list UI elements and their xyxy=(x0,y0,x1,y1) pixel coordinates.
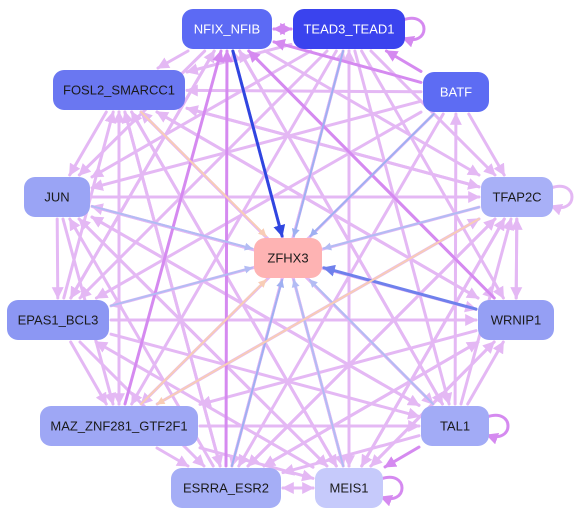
edge-jun-to-zfhx3 xyxy=(91,205,253,251)
node-epas1-bcl3[interactable]: EPAS1_BCL3 xyxy=(7,300,109,340)
node-wrnip1[interactable]: WRNIP1 xyxy=(478,300,554,340)
node-label: TAL1 xyxy=(440,419,470,434)
node-box xyxy=(182,9,272,49)
edge-epas1_bcl3-to-tal1 xyxy=(109,332,421,420)
node-label: MAZ_ZNF281_GTF2F1 xyxy=(50,419,187,434)
node-box xyxy=(481,177,553,217)
edge-tal1-to-nfix_nfib xyxy=(238,49,444,406)
node-box xyxy=(421,406,489,446)
edge-batf-to-zfhx3 xyxy=(309,113,435,237)
edge-tead3_tead1-to-tfap2c xyxy=(369,49,497,177)
edge-wrnip1-to-maz_znf281_gtf2f1 xyxy=(198,329,478,408)
node-label: TEAD3_TEAD1 xyxy=(303,22,394,37)
node-label: ZFHX3 xyxy=(267,251,308,266)
node-tal1[interactable]: TAL1 xyxy=(421,406,489,446)
self-loop-meis1 xyxy=(379,475,404,507)
self-loop-tal1 xyxy=(485,413,510,445)
edge-tfap2c-to-maz_znf281_gtf2f1 xyxy=(156,217,480,405)
self-loop-layer xyxy=(379,16,574,507)
edge-tal1-to-zfhx3 xyxy=(308,279,435,405)
edge-tal1-to-wrnip1 xyxy=(466,340,505,406)
edge-fosl2_smarcc1-to-jun xyxy=(68,110,108,177)
edge-batf-to-nfix_nfib xyxy=(272,38,423,84)
node-box xyxy=(7,300,109,340)
node-label: FOSL2_SMARCC1 xyxy=(63,83,175,98)
node-box xyxy=(293,9,405,49)
self-loop-tead3_tead1 xyxy=(401,16,426,48)
edge-fosl2_smarcc1-to-zfhx3 xyxy=(140,111,267,237)
edge-nfix_nfib-to-zfhx3 xyxy=(231,49,286,238)
edge-wrnip1-to-zfhx3 xyxy=(322,264,478,311)
edge-epas1_bcl3-to-zfhx3 xyxy=(110,265,253,307)
node-box xyxy=(24,177,90,217)
node-esrra-esr2[interactable]: ESRRA_ESR2 xyxy=(171,468,281,508)
edge-batf-to-tead3_tead1 xyxy=(384,49,423,73)
node-box xyxy=(171,468,281,508)
edge-esrra_esr2-to-nfix_nfib xyxy=(220,49,233,468)
edge-tfap2c-to-zfhx3 xyxy=(323,206,480,251)
node-tfap2c[interactable]: TFAP2C xyxy=(481,177,553,217)
node-meis1[interactable]: MEIS1 xyxy=(315,468,383,508)
edge-nfix_nfib-to-fosl2_smarcc1 xyxy=(156,49,190,70)
node-box xyxy=(423,72,489,112)
edge-esrra_esr2-to-zfhx3 xyxy=(230,279,285,467)
edge-tead3_tead1-to-zfhx3 xyxy=(291,50,345,237)
node-nfix-nfib[interactable]: NFIX_NFIB xyxy=(182,9,272,49)
node-label: TFAP2C xyxy=(492,190,541,205)
edge-batf-to-epas1_bcl3 xyxy=(94,110,423,300)
edge-tead3_tead1-to-jun xyxy=(90,49,313,179)
edge-tal1-to-meis1 xyxy=(383,445,421,469)
edge-epas1_bcl3-to-maz_znf281_gtf2f1 xyxy=(69,340,108,406)
node-label: BATF xyxy=(440,85,472,100)
node-fosl2-smarcc1[interactable]: FOSL2_SMARCC1 xyxy=(53,70,185,110)
edge-esrra_esr2-to-wrnip1 xyxy=(262,340,480,468)
edge-meis1-to-fosl2_smarcc1 xyxy=(130,110,338,468)
node-label: ESRRA_ESR2 xyxy=(183,481,269,496)
edge-wrnip1-to-tfap2c xyxy=(510,217,523,300)
edge-meis1-to-epas1_bcl3 xyxy=(94,340,315,469)
node-box xyxy=(40,406,198,446)
edge-tal1-to-jun xyxy=(90,215,421,407)
edge-tfap2c-to-fosl2_smarcc1 xyxy=(185,105,481,189)
node-batf[interactable]: BATF xyxy=(423,72,489,112)
edge-meis1-to-tfap2c xyxy=(360,217,506,468)
node-label: WRNIP1 xyxy=(491,313,542,328)
node-box xyxy=(478,300,554,340)
node-box xyxy=(254,238,322,278)
node-label: MEIS1 xyxy=(329,481,368,496)
edge-batf-to-tfap2c xyxy=(467,112,506,177)
node-maz-znf281-gtf2f1[interactable]: MAZ_ZNF281_GTF2F1 xyxy=(40,406,198,446)
node-label: JUN xyxy=(44,190,69,205)
edge-jun-to-epas1_bcl3 xyxy=(51,217,64,300)
node-box xyxy=(53,70,185,110)
node-box xyxy=(315,468,383,508)
edge-batf-to-esrra_esr2 xyxy=(237,112,445,468)
node-label: EPAS1_BCL3 xyxy=(18,313,99,328)
node-jun[interactable]: JUN xyxy=(24,177,90,217)
node-label: NFIX_NFIB xyxy=(194,22,260,37)
edge-tead3_tead1-to-maz_znf281_gtf2f1 xyxy=(130,49,338,406)
node-tead3-tead1[interactable]: TEAD3_TEAD1 xyxy=(293,9,405,49)
edge-wrnip1-to-fosl2_smarcc1 xyxy=(155,110,480,300)
edge-maz_znf281_gtf2f1-to-zfhx3 xyxy=(140,279,267,405)
edge-meis1-to-zfhx3 xyxy=(291,279,345,467)
self-loop-tfap2c xyxy=(549,184,574,216)
edge-maz_znf281_gtf2f1-to-esrra_esr2 xyxy=(155,446,190,468)
node-zfhx3[interactable]: ZFHX3 xyxy=(254,238,322,278)
